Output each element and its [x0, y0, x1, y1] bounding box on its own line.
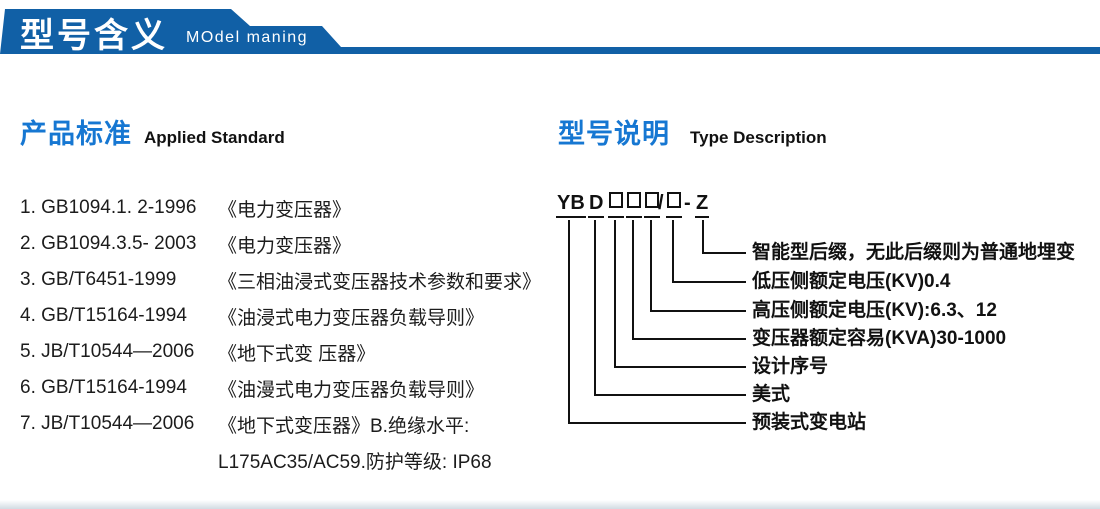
standard-code: 5. JB/T10544—2006 [20, 341, 195, 362]
standard-item: 4. GB/T15164-1994 《油浸式电力变压器负载导则》 [20, 298, 541, 334]
standard-continuation: L175AC35/AC59.防护等级: IP68 [218, 451, 492, 473]
standard-item: 5. JB/T10544—2006 《地下式变 压器》 [20, 334, 541, 370]
diagram-connector-vertical [568, 220, 570, 424]
standard-code: 6. GB/T15164-1994 [20, 377, 187, 398]
standard-title: 《油浸式电力变压器负载导则》 [218, 307, 485, 329]
standard-code: 2. GB1094.3.5- 2003 [20, 233, 197, 254]
model-code-box [644, 192, 660, 218]
diagram-label: 设计序号 [752, 356, 829, 377]
model-code-part: Z [695, 192, 710, 218]
diagram-label: 预装式变电站 [752, 412, 867, 433]
diagram-label: 美式 [752, 384, 791, 405]
model-code-box [608, 192, 624, 218]
standard-item: 2. GB1094.3.5- 2003 《电力变压器》 [20, 226, 541, 262]
standard-code: 1. GB1094.1. 2-1996 [20, 197, 197, 218]
diagram-connector-horizontal [702, 252, 746, 254]
diagram-connector-vertical [650, 220, 652, 312]
diagram-connector-vertical [594, 220, 596, 396]
standard-title: 《地下式变压器》B.绝缘水平: [218, 415, 470, 437]
bottom-gradient-strip [0, 500, 1100, 509]
diagram-connector-vertical [702, 220, 704, 254]
diagram-connector-horizontal [672, 281, 746, 283]
left-section-title-zh: 产品标准 [20, 119, 132, 149]
standard-code: 4. GB/T15164-1994 [20, 305, 187, 326]
standard-item: 7. JB/T10544—2006 《地下式变压器》B.绝缘水平: [20, 406, 541, 442]
right-section-title-zh: 型号说明 [558, 119, 670, 149]
standard-item: 6. GB/T15164-1994 《油漫式电力变压器负载导则》 [20, 370, 541, 406]
diagram-connector-horizontal [632, 338, 746, 340]
left-section-heading: 产品标准 Applied Standard [20, 112, 285, 151]
diagram-label: 高压侧额定电压(KV):6.3、12 [752, 300, 997, 321]
diagram-connector-horizontal [650, 310, 746, 312]
model-code-part: D [588, 192, 605, 218]
standard-code: 7. JB/T10544—2006 [20, 413, 195, 434]
diagram-label: 变压器额定容易(KVA)30-1000 [752, 328, 1007, 349]
page-title: 型号含义 [20, 17, 168, 55]
right-section-title-en: Type Description [690, 128, 827, 147]
placeholder-square [667, 192, 681, 208]
standard-title: 《地下式变 压器》 [218, 343, 376, 365]
model-code-part: - [684, 192, 691, 214]
placeholder-square [627, 192, 641, 208]
left-section-title-en: Applied Standard [144, 128, 285, 147]
model-code-part: YB [556, 192, 586, 218]
diagram-label: 智能型后缀，无此后缀则为普通地埋变 [752, 242, 1076, 263]
placeholder-square [645, 192, 659, 208]
diagram-connector-horizontal [594, 394, 746, 396]
diagram-connector-horizontal [614, 366, 746, 368]
diagram-label: 低压侧额定电压(KV)0.4 [752, 271, 951, 292]
right-section-heading: 型号说明 Type Description [558, 112, 827, 151]
diagram-connector-vertical [632, 220, 634, 340]
placeholder-square [609, 192, 623, 208]
page-subtitle: MOdel maning [186, 29, 309, 46]
standard-title: 《电力变压器》 [218, 235, 352, 257]
model-code-part: / [658, 192, 664, 214]
diagram-connector-horizontal [568, 422, 746, 424]
standard-code: 3. GB/T6451-1999 [20, 269, 177, 290]
standards-list: 1. GB1094.1. 2-1996《电力变压器》2. GB1094.3.5-… [20, 190, 541, 478]
standard-title: 《电力变压器》 [218, 199, 352, 221]
standard-item: 3. GB/T6451-1999 《三相油浸式变压器技术参数和要求》 [20, 262, 541, 298]
standard-title: 《三相油浸式变压器技术参数和要求》 [218, 271, 542, 293]
standard-item: 1. GB1094.1. 2-1996 《电力变压器》 [20, 190, 541, 226]
diagram-connector-vertical [614, 220, 616, 368]
model-code-box [666, 192, 682, 218]
model-code-box [626, 192, 642, 218]
diagram-connector-vertical [672, 220, 674, 283]
standard-title: 《油漫式电力变压器负载导则》 [218, 379, 485, 401]
